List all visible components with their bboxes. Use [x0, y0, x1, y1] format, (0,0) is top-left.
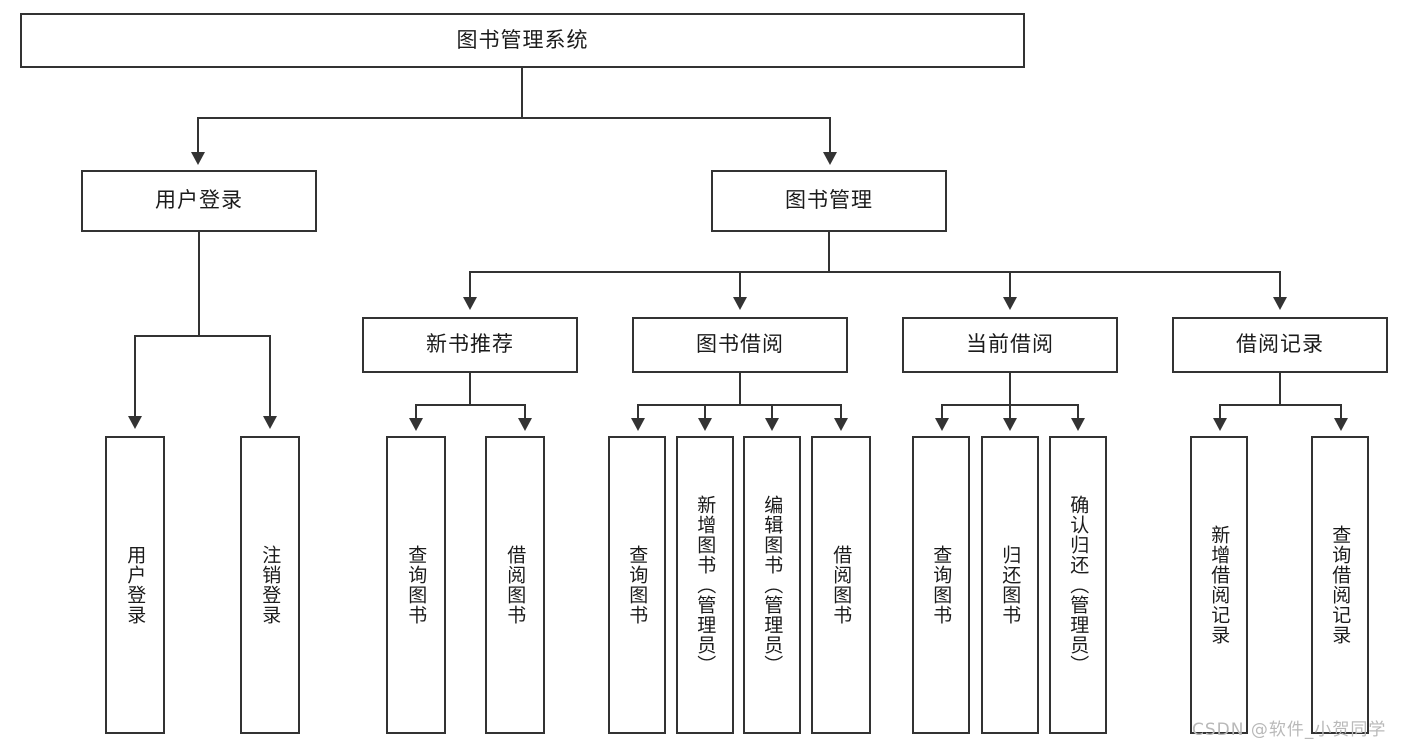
connector-drop-leaf-logout — [269, 335, 271, 417]
node-label: 确认归还（管理员） — [1067, 495, 1090, 675]
node-label: 归还图书 — [999, 545, 1022, 625]
node-label: 当前借阅 — [966, 332, 1054, 357]
connector-level2-bus — [197, 117, 831, 119]
node-label: 借阅图书 — [504, 545, 527, 625]
connector-drop-br-leaf-2 — [1340, 404, 1342, 419]
leaf-borrow-book-recommend[interactable]: 借阅图书 — [485, 436, 545, 734]
leaf-query-borrow-record[interactable]: 查询借阅记录 — [1311, 436, 1369, 734]
node-label: 新书推荐 — [426, 332, 514, 357]
connector-book-management-stem — [828, 232, 830, 272]
arrowhead-br-leaf-2 — [1334, 418, 1348, 431]
node-label: 新增图书（管理员） — [694, 495, 717, 675]
node-user-login[interactable]: 用户登录 — [81, 170, 317, 232]
node-label: 用户登录 — [124, 545, 147, 625]
node-label: 查询图书 — [626, 545, 649, 625]
arrowhead-nbr-leaf-1 — [409, 418, 423, 431]
leaf-return-book[interactable]: 归还图书 — [981, 436, 1039, 734]
leaf-query-book-borrow[interactable]: 查询图书 — [608, 436, 666, 734]
connector-drop-borrow-record — [1279, 271, 1281, 298]
arrowhead-new-book-recommend — [463, 297, 477, 310]
node-book-management[interactable]: 图书管理 — [711, 170, 947, 232]
connector-drop-current-borrow — [1009, 271, 1011, 298]
leaf-add-borrow-record[interactable]: 新增借阅记录 — [1190, 436, 1248, 734]
connector-drop-nbr-leaf-1 — [415, 404, 417, 419]
leaf-edit-book-admin[interactable]: 编辑图书（管理员） — [743, 436, 801, 734]
connector-drop-cb-leaf-3 — [1077, 404, 1079, 419]
arrowhead-cb-leaf-3 — [1071, 418, 1085, 431]
arrowhead-book-borrow — [733, 297, 747, 310]
connector-level3-bus — [469, 271, 1280, 273]
connector-root-stem — [521, 68, 523, 118]
connector-drop-book-management — [829, 117, 831, 153]
leaf-query-book-current[interactable]: 查询图书 — [912, 436, 970, 734]
arrowhead-cb-leaf-2 — [1003, 418, 1017, 431]
leaf-confirm-return-admin[interactable]: 确认归还（管理员） — [1049, 436, 1107, 734]
arrowhead-cb-leaf-1 — [935, 418, 949, 431]
node-label: 查询图书 — [930, 545, 953, 625]
connector-new-book-recommend-stem — [469, 373, 471, 405]
arrowhead-leaf-logout — [263, 416, 277, 429]
node-label: 图书管理 — [785, 188, 873, 213]
connector-drop-br-leaf-1 — [1219, 404, 1221, 419]
node-label: 注销登录 — [259, 545, 282, 625]
connector-drop-bb-leaf-1 — [637, 404, 639, 419]
node-label: 借阅记录 — [1236, 332, 1324, 357]
connector-drop-bb-leaf-2 — [704, 404, 706, 419]
node-label: 图书借阅 — [696, 332, 784, 357]
node-label: 用户登录 — [155, 188, 243, 213]
node-label: 新增借阅记录 — [1208, 525, 1231, 645]
arrowhead-bb-leaf-3 — [765, 418, 779, 431]
arrowhead-current-borrow — [1003, 297, 1017, 310]
arrowhead-bb-leaf-4 — [834, 418, 848, 431]
csdn-watermark: CSDN @软件_小贺同学 — [1192, 720, 1387, 740]
connector-drop-leaf-user-login — [134, 335, 136, 417]
leaf-borrow-book[interactable]: 借阅图书 — [811, 436, 871, 734]
node-borrow-record[interactable]: 借阅记录 — [1172, 317, 1388, 373]
connector-borrow-record-stem — [1279, 373, 1281, 405]
connector-current-borrow-stem — [1009, 373, 1011, 405]
connector-drop-cb-leaf-1 — [941, 404, 943, 419]
connector-drop-new-book-recommend — [469, 271, 471, 298]
node-book-borrow[interactable]: 图书借阅 — [632, 317, 848, 373]
connector-drop-nbr-leaf-2 — [524, 404, 526, 419]
connector-drop-user-login — [197, 117, 199, 153]
node-label: 查询借阅记录 — [1329, 525, 1352, 645]
leaf-query-book-recommend[interactable]: 查询图书 — [386, 436, 446, 734]
node-label: 编辑图书（管理员） — [761, 495, 784, 675]
connector-drop-bb-leaf-4 — [840, 404, 842, 419]
arrowhead-bb-leaf-1 — [631, 418, 645, 431]
leaf-add-book-admin[interactable]: 新增图书（管理员） — [676, 436, 734, 734]
leaf-logout[interactable]: 注销登录 — [240, 436, 300, 734]
node-label: 图书管理系统 — [456, 27, 589, 52]
connector-user-login-bus — [134, 335, 270, 337]
arrowhead-bb-leaf-2 — [698, 418, 712, 431]
arrowhead-book-management — [823, 152, 837, 165]
node-label: 借阅图书 — [830, 545, 853, 625]
node-current-borrow[interactable]: 当前借阅 — [902, 317, 1118, 373]
connector-book-borrow-bus — [637, 404, 841, 406]
node-label: 查询图书 — [405, 545, 428, 625]
connector-new-book-recommend-bus — [415, 404, 525, 406]
connector-drop-book-borrow — [739, 271, 741, 298]
connector-drop-bb-leaf-3 — [771, 404, 773, 419]
connector-drop-cb-leaf-2 — [1009, 404, 1011, 419]
node-new-book-recommend[interactable]: 新书推荐 — [362, 317, 578, 373]
arrowhead-leaf-user-login — [128, 416, 142, 429]
node-root-book-management-system[interactable]: 图书管理系统 — [20, 13, 1025, 68]
leaf-user-login[interactable]: 用户登录 — [105, 436, 165, 734]
arrowhead-borrow-record — [1273, 297, 1287, 310]
connector-borrow-record-bus — [1219, 404, 1341, 406]
connector-book-borrow-stem — [739, 373, 741, 405]
connector-user-login-stem — [198, 232, 200, 336]
arrowhead-br-leaf-1 — [1213, 418, 1227, 431]
arrowhead-nbr-leaf-2 — [518, 418, 532, 431]
arrowhead-user-login — [191, 152, 205, 165]
